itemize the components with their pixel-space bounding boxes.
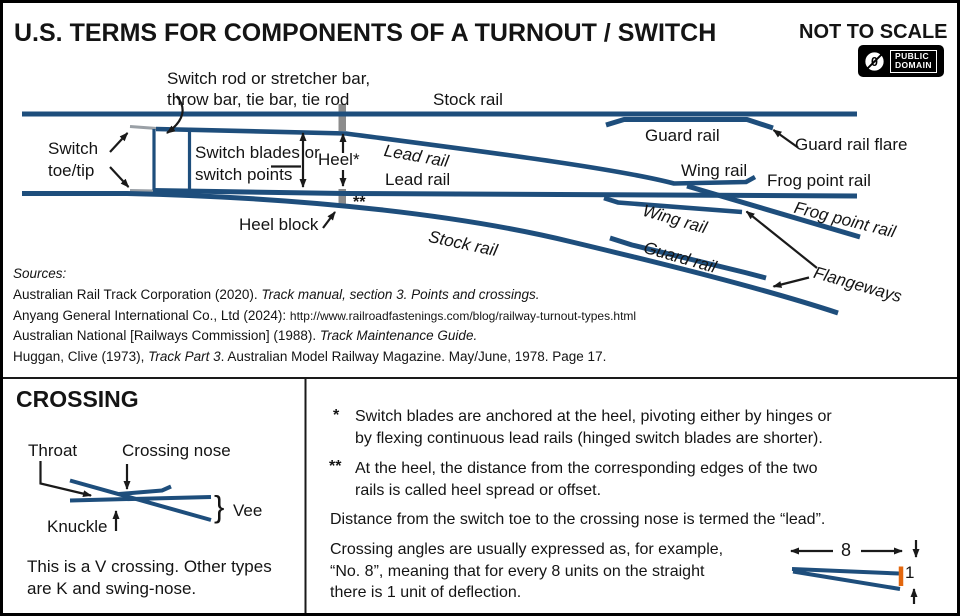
page-title: U.S. TERMS FOR COMPONENTS OF A TURNOUT /… — [14, 19, 717, 47]
not-to-scale-note: NOT TO SCALE — [799, 21, 948, 43]
source-line: Australian Rail Track Corporation (2020)… — [13, 286, 540, 302]
bottom-guard-rail — [609, 235, 767, 281]
knuckle-label: Knuckle — [47, 517, 108, 536]
diverging-frog-point-rail — [686, 183, 861, 240]
throat-arrow — [39, 461, 92, 498]
switch-rod-label: Switch rod or stretcher bar, throw bar, … — [167, 69, 371, 109]
ratio-deflection-units: 1 — [905, 563, 915, 582]
toe-arrow-lower — [109, 166, 130, 188]
sources-heading: Sources: — [13, 266, 67, 281]
frog-point-rail-top-label: Frog point rail — [767, 171, 871, 190]
note-hinges: Switch blades are anchored at the heel, … — [355, 408, 832, 447]
note1-marker: * — [333, 407, 340, 424]
guard-rail-top-label: Guard rail — [645, 126, 720, 145]
ratio-straight-units: 8 — [841, 540, 852, 560]
heel-block-bottom — [338, 189, 346, 208]
source-line: Anyang General International Co., Ltd (2… — [13, 307, 637, 323]
source-line: Australian National [Railways Commission… — [13, 328, 478, 344]
heel-block-label: Heel block — [239, 215, 319, 234]
public-domain-icon: 0 — [863, 49, 886, 73]
straight-lead-rail — [152, 188, 858, 199]
vee-label: Vee — [233, 501, 263, 520]
note-crossing-angles: Crossing angles are usually expressed as… — [330, 541, 724, 601]
heel-label: Heel* — [318, 150, 360, 169]
diverging-lead-rail-and-wing — [155, 126, 757, 186]
wing-rail-top-label: Wing rail — [681, 161, 748, 180]
heel-spread-stars: ** — [353, 194, 366, 211]
guard-rail-flare-label: Guard rail flare — [795, 135, 908, 154]
switch-toe-label: Switch toe/tip — [48, 139, 99, 180]
lower-blade-tip — [129, 189, 158, 193]
crossing-heading: CROSSING — [16, 386, 139, 412]
sources-block: Sources: Australian Rail Track Corporati… — [13, 264, 636, 368]
stock-rail-top-label: Stock rail — [433, 90, 503, 109]
heel-block-top — [338, 104, 346, 131]
heel-block-arrow — [322, 211, 336, 229]
flangeway-arrow-lower — [772, 276, 810, 288]
upper-blade-tip — [129, 125, 158, 130]
ratio-bottom-rail — [792, 569, 901, 591]
public-domain-badge: 0 PUBLIC DOMAIN — [858, 45, 944, 77]
note2-marker: ** — [329, 458, 342, 475]
note-heel-spread: At the heel, the distance from the corre… — [355, 460, 818, 499]
top-guard-rail — [605, 117, 774, 131]
crossing-wing-piece — [118, 484, 172, 496]
throat-label: Throat — [28, 441, 78, 460]
note-lead: Distance from the switch toe to the cros… — [330, 511, 826, 528]
guard-rail-flare-arrow — [772, 129, 799, 149]
flangeway-arrow-upper — [745, 210, 818, 269]
toe-arrow-upper — [109, 132, 129, 153]
ratio-top-rail — [791, 567, 900, 576]
vee-brace: } — [214, 489, 225, 524]
crossing-nose-label: Crossing nose — [122, 441, 231, 460]
crossing-caption: This is a V crossing. Other types are K … — [27, 557, 272, 598]
source-line: Huggan, Clive (1973), Track Part 3. Aust… — [13, 349, 607, 365]
lead-rail-straight-label: Lead rail — [385, 170, 451, 189]
public-domain-label: PUBLIC DOMAIN — [890, 49, 937, 73]
crossing-through-rail — [69, 495, 212, 503]
lower-wing-rail — [603, 195, 743, 215]
switch-blades-label: Switch blades or switch points — [195, 143, 320, 184]
bottom-stock-rail — [22, 191, 839, 316]
throw-bar-arrow — [166, 95, 184, 134]
